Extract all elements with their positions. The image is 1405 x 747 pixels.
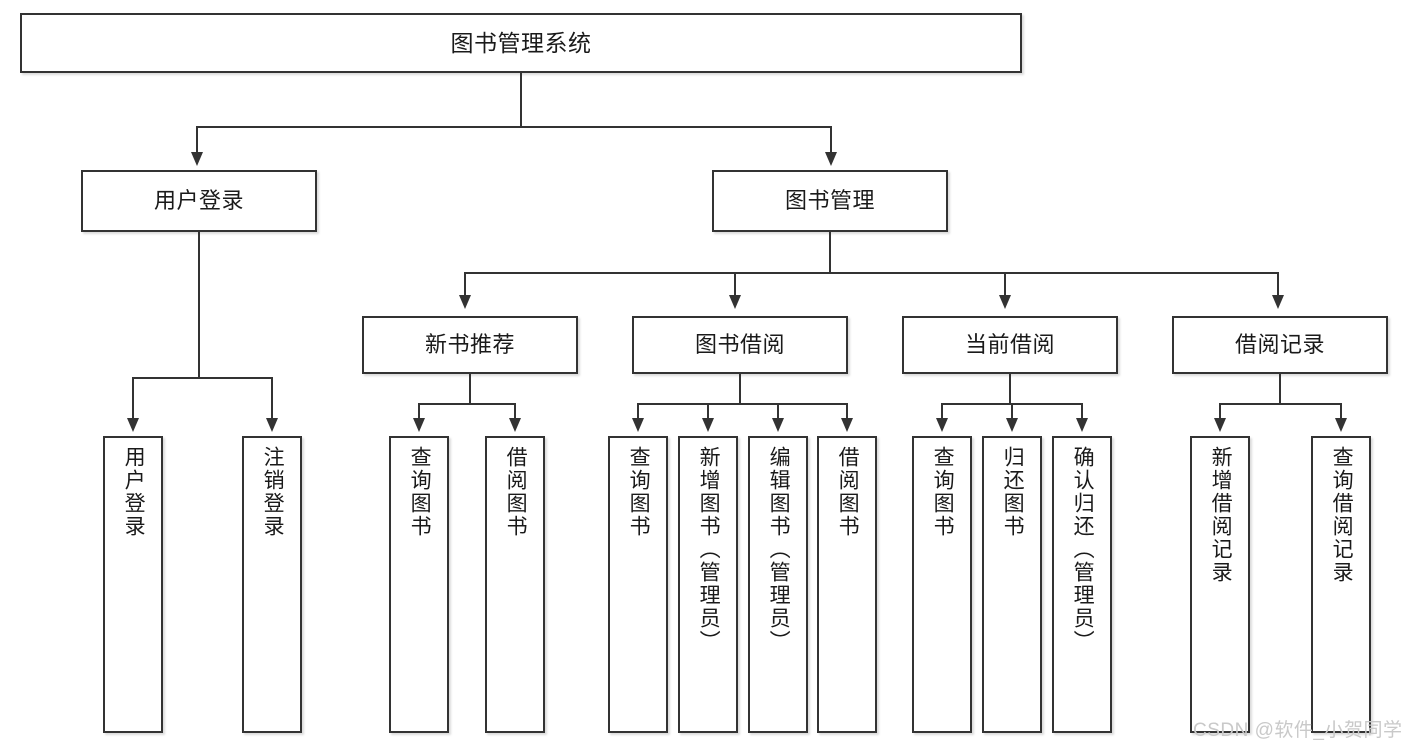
- connector-book-borrow-drop-2: [707, 403, 709, 421]
- node-label: 用户登录: [153, 187, 244, 213]
- node-label: 借阅图书: [836, 446, 860, 538]
- connector-bm-drop-new-book: [464, 272, 466, 298]
- leaf-user-login-login[interactable]: 用户登录: [103, 436, 163, 733]
- arrowhead-leaf-current-borrow-2: [1006, 418, 1018, 432]
- arrowhead-current-borrow: [999, 295, 1011, 309]
- arrowhead-book-management: [825, 152, 837, 166]
- connector-book-management-bus: [464, 272, 1279, 274]
- node-label: 查询图书: [627, 446, 651, 538]
- node-label: 归还图书: [1001, 446, 1025, 538]
- node-label: 当前借阅: [964, 331, 1055, 357]
- arrowhead-leaf-borrow-record-2: [1335, 418, 1347, 432]
- connector-book-borrow-drop-1: [637, 403, 639, 421]
- arrowhead-leaf-current-borrow-3: [1076, 418, 1088, 432]
- arrowhead-leaf-book-borrow-1: [632, 418, 644, 432]
- connector-borrow-record-bus: [1219, 403, 1341, 405]
- arrowhead-leaf-book-borrow-2: [702, 418, 714, 432]
- leaf-new-book-query-book[interactable]: 查询图书: [389, 436, 449, 733]
- connector-new-book-stem: [469, 374, 471, 403]
- node-label: 查询图书: [931, 446, 955, 538]
- connector-book-management-stem: [829, 232, 831, 272]
- connector-root-to-user-login: [196, 126, 198, 155]
- leaf-current-borrow-return-book[interactable]: 归还图书: [982, 436, 1042, 733]
- arrowhead-new-book-recommend: [459, 295, 471, 309]
- connector-user-login-drop-2: [271, 377, 273, 421]
- connector-user-login-stem: [198, 232, 200, 377]
- node-label: 图书借阅: [694, 331, 785, 357]
- connector-bm-drop-borrow-record: [1277, 272, 1279, 298]
- leaf-book-borrow-edit-book-admin[interactable]: 编辑图书（管理员）: [748, 436, 808, 733]
- node-label: 图书管理系统: [450, 29, 592, 56]
- node-book-management[interactable]: 图书管理: [712, 170, 948, 232]
- arrowhead-user-login: [191, 152, 203, 166]
- connector-new-book-bus: [418, 403, 515, 405]
- node-label: 借阅图书: [504, 446, 528, 538]
- connector-book-borrow-stem: [739, 374, 741, 403]
- node-label: 新增图书（管理员）: [697, 446, 721, 653]
- leaf-book-borrow-add-book-admin[interactable]: 新增图书（管理员）: [678, 436, 738, 733]
- connector-bm-drop-current-borrow: [1004, 272, 1006, 298]
- node-label: 确认归还（管理员）: [1071, 446, 1095, 653]
- leaf-user-login-logout[interactable]: 注销登录: [242, 436, 302, 733]
- node-label: 借阅记录: [1234, 331, 1325, 357]
- node-label: 新书推荐: [424, 331, 515, 357]
- connector-root-to-book-management: [830, 126, 832, 155]
- node-label: 注销登录: [261, 446, 285, 538]
- leaf-new-book-borrow-book[interactable]: 借阅图书: [485, 436, 545, 733]
- arrowhead-leaf-current-borrow-1: [936, 418, 948, 432]
- leaf-book-borrow-borrow-book[interactable]: 借阅图书: [817, 436, 877, 733]
- connector-new-book-drop-2: [514, 403, 516, 421]
- node-label: 图书管理: [784, 187, 875, 213]
- node-label: 查询借阅记录: [1330, 446, 1354, 584]
- connector-book-borrow-drop-4: [846, 403, 848, 421]
- node-book-borrow[interactable]: 图书借阅: [632, 316, 848, 374]
- connector-borrow-record-stem: [1279, 374, 1281, 403]
- node-label: 用户登录: [122, 446, 146, 538]
- arrowhead-leaf-user-login-2: [266, 418, 278, 432]
- connector-user-login-bus: [132, 377, 273, 379]
- csdn-watermark: CSDN @软件_小贺同学: [1193, 720, 1403, 741]
- arrowhead-leaf-borrow-record-1: [1214, 418, 1226, 432]
- node-label: 编辑图书（管理员）: [767, 446, 791, 653]
- connector-borrow-record-drop-2: [1340, 403, 1342, 421]
- connector-borrow-record-drop-1: [1219, 403, 1221, 421]
- arrowhead-leaf-new-book-2: [509, 418, 521, 432]
- connector-root-bus: [196, 126, 832, 128]
- leaf-current-borrow-confirm-return-admin[interactable]: 确认归还（管理员）: [1052, 436, 1112, 733]
- leaf-book-borrow-query-book[interactable]: 查询图书: [608, 436, 668, 733]
- connector-current-borrow-drop-1: [941, 403, 943, 421]
- node-new-book-recommend[interactable]: 新书推荐: [362, 316, 578, 374]
- node-user-login[interactable]: 用户登录: [81, 170, 317, 232]
- connector-bm-drop-book-borrow: [734, 272, 736, 298]
- arrowhead-leaf-book-borrow-4: [841, 418, 853, 432]
- leaf-current-borrow-query-book[interactable]: 查询图书: [912, 436, 972, 733]
- connector-book-borrow-drop-3: [777, 403, 779, 421]
- connector-root-stem: [520, 73, 522, 126]
- node-label: 新增借阅记录: [1209, 446, 1233, 584]
- arrowhead-book-borrow: [729, 295, 741, 309]
- node-label: 查询图书: [408, 446, 432, 538]
- connector-book-borrow-bus: [637, 403, 848, 405]
- arrowhead-leaf-new-book-1: [413, 418, 425, 432]
- connector-new-book-drop-1: [418, 403, 420, 421]
- arrowhead-leaf-book-borrow-3: [772, 418, 784, 432]
- connector-user-login-drop-1: [132, 377, 134, 421]
- connector-current-borrow-stem: [1009, 374, 1011, 403]
- node-borrow-record[interactable]: 借阅记录: [1172, 316, 1388, 374]
- arrowhead-borrow-record: [1272, 295, 1284, 309]
- leaf-borrow-record-query-record[interactable]: 查询借阅记录: [1311, 436, 1371, 733]
- arrowhead-leaf-user-login-1: [127, 418, 139, 432]
- node-current-borrow[interactable]: 当前借阅: [902, 316, 1118, 374]
- leaf-borrow-record-add-record[interactable]: 新增借阅记录: [1190, 436, 1250, 733]
- connector-current-borrow-drop-3: [1081, 403, 1083, 421]
- node-root-book-management-system[interactable]: 图书管理系统: [20, 13, 1022, 73]
- connector-current-borrow-drop-2: [1011, 403, 1013, 421]
